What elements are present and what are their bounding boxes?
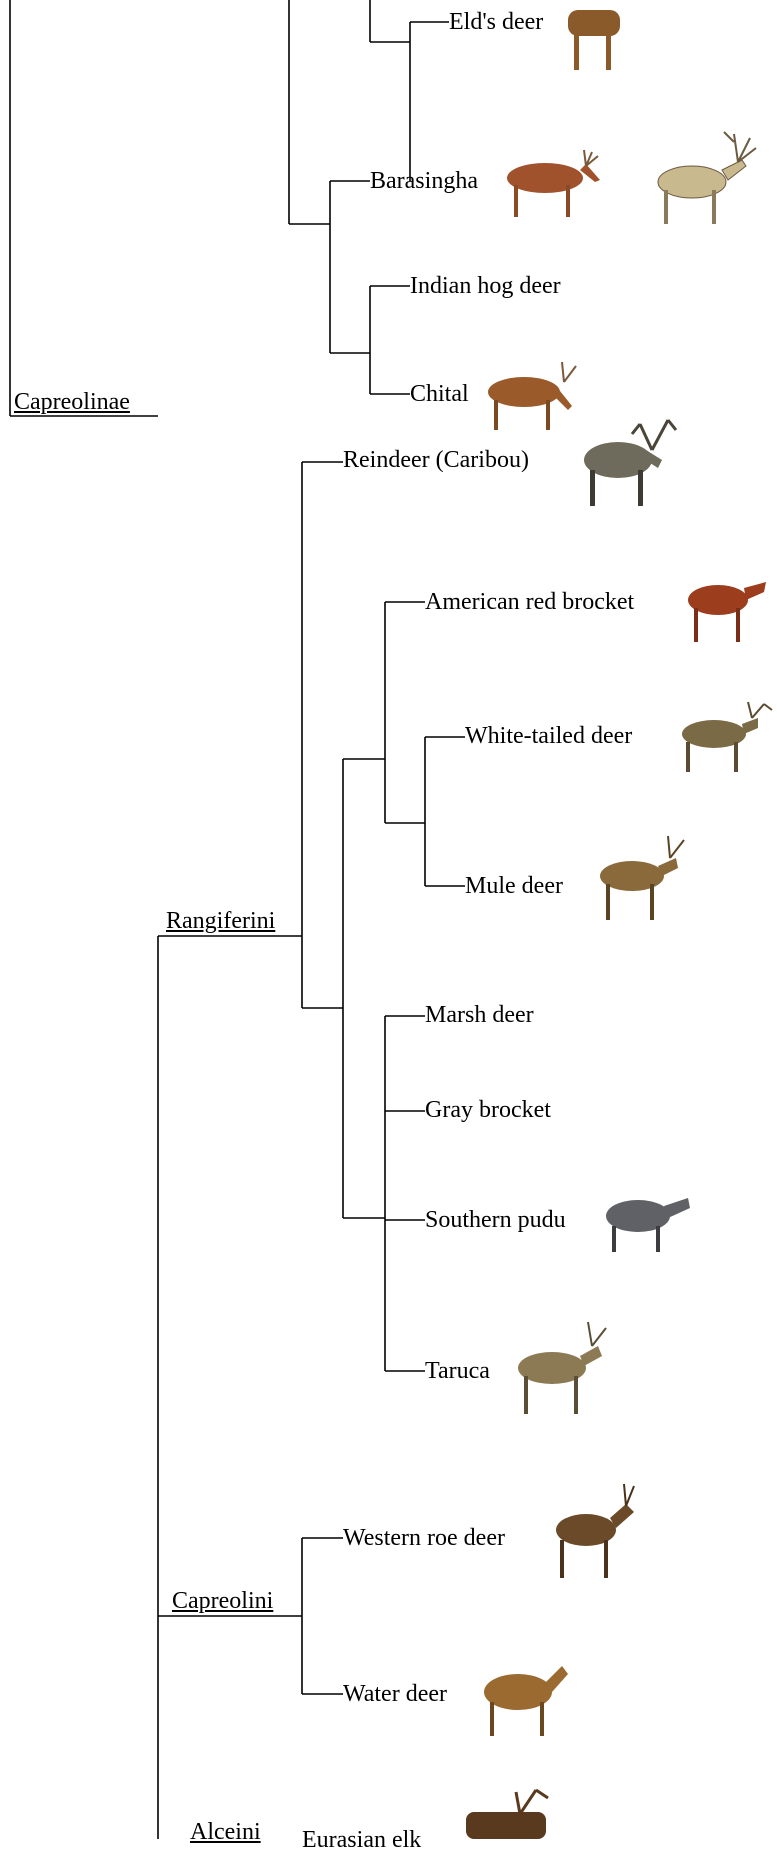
clade-alceini: Alceini xyxy=(190,1818,261,1846)
clade-capreolinae: Capreolinae xyxy=(14,388,130,416)
pere-davids-deer-icon xyxy=(658,132,756,224)
label-chital: Chital xyxy=(410,380,469,408)
deer-icon xyxy=(568,10,620,70)
label-white-tailed-deer: White-tailed deer xyxy=(465,722,632,750)
label-marsh-deer: Marsh deer xyxy=(425,1001,534,1029)
label-taruca: Taruca xyxy=(425,1357,490,1385)
white-tailed-deer-icon xyxy=(682,702,772,772)
label-indian-hog-deer: Indian hog deer xyxy=(410,272,561,300)
label-mule-deer: Mule deer xyxy=(465,872,563,900)
western-roe-deer-icon xyxy=(556,1484,634,1578)
label-southern-pudu: Southern pudu xyxy=(425,1206,566,1234)
chital-icon xyxy=(488,362,576,430)
eurasian-elk-icon xyxy=(466,1790,548,1839)
label-reindeer: Reindeer (Caribou) xyxy=(343,446,529,474)
label-water-deer: Water deer xyxy=(343,1680,447,1708)
label-barasingha: Barasingha xyxy=(370,167,478,195)
barasingha-icon xyxy=(507,150,600,217)
label-western-roe-deer: Western roe deer xyxy=(343,1524,505,1552)
label-elds-deer: Eld's deer xyxy=(449,8,543,36)
label-gray-brocket: Gray brocket xyxy=(425,1096,551,1124)
clade-rangiferini: Rangiferini xyxy=(166,907,275,935)
water-deer-icon xyxy=(484,1666,568,1736)
american-red-brocket-icon xyxy=(688,582,766,642)
mule-deer-icon xyxy=(600,836,684,920)
label-eurasian-elk: Eurasian elk xyxy=(302,1826,421,1854)
reindeer-icon xyxy=(584,420,676,506)
label-american-red-brocket: American red brocket xyxy=(425,588,634,616)
taruca-icon xyxy=(518,1322,606,1414)
clade-capreolini: Capreolini xyxy=(172,1587,273,1615)
southern-pudu-icon xyxy=(606,1198,690,1252)
